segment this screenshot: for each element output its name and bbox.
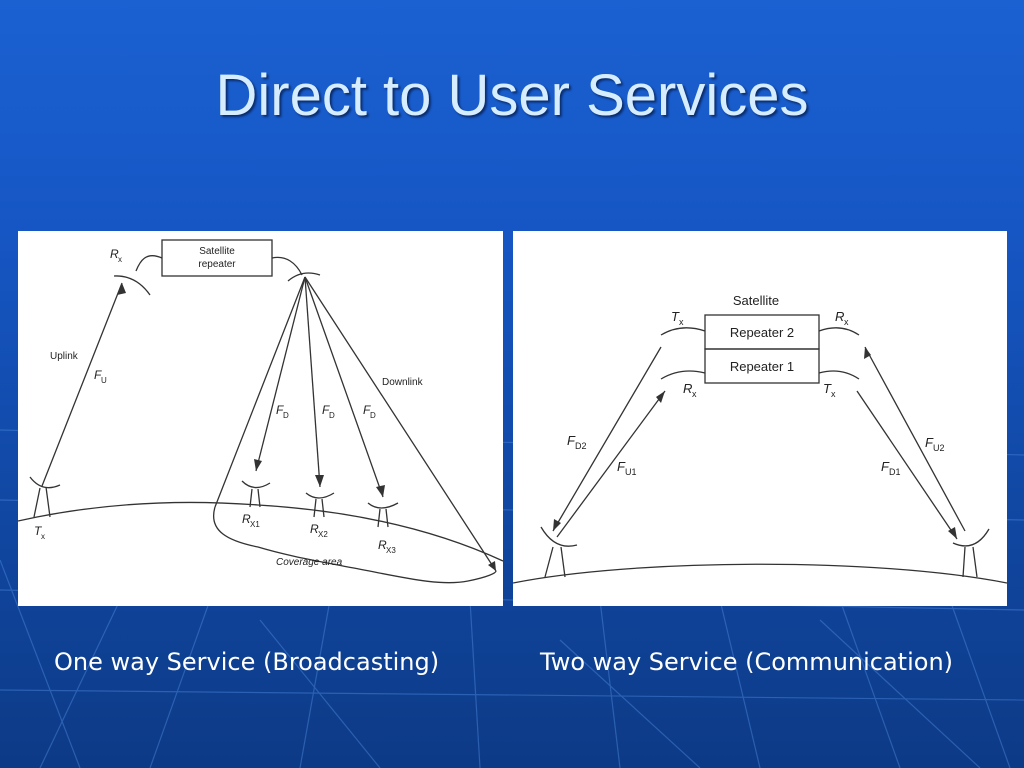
rx1-label: R — [242, 512, 251, 526]
rx1-dish — [241, 480, 271, 508]
coverage-arrowhead — [488, 561, 496, 571]
repeater-1-box — [704, 348, 820, 384]
fd1-label: F — [881, 459, 890, 474]
arrowhead-fd1 — [948, 527, 957, 539]
satellite-tx-antenna — [287, 272, 321, 282]
earth-surface — [18, 501, 503, 562]
arrowhead-fd2 — [553, 519, 561, 531]
coverage-boundary-left — [214, 276, 306, 508]
repeater-2-label: Repeater 2 — [730, 325, 794, 340]
link-fd2 — [552, 346, 662, 532]
fu1-sub: U1 — [625, 467, 637, 477]
uplink-arrowhead — [117, 283, 126, 295]
fd1-sub: D1 — [889, 467, 901, 477]
communication-diagram-panel: Satellite Repeater 2 Repeater 1 T x R x … — [513, 231, 1007, 606]
uplink-label: Uplink — [50, 351, 79, 362]
rx-right-label: R — [835, 309, 844, 324]
rx3-label: R — [378, 538, 387, 552]
rx3-sub: X3 — [386, 546, 396, 555]
downlink-freq-sub-2: D — [329, 411, 335, 420]
downlink-arrowhead-1 — [254, 459, 262, 471]
satellite-rx-left-antenna — [660, 370, 706, 380]
downlink-ray-1 — [255, 276, 306, 472]
downlink-arrowhead-2 — [315, 475, 324, 487]
uplink-freq-sub: U — [101, 376, 107, 385]
tx-right-label: T — [823, 381, 832, 396]
broadcast-diagram-panel: Satellite repeater R x Uplink F U Downli… — [18, 231, 503, 606]
left-earth-dish — [540, 526, 578, 578]
downlink-freq-label-1: F — [276, 403, 284, 417]
link-fu2 — [864, 346, 966, 532]
downlink-label: Downlink — [382, 377, 424, 388]
tx-right-sub: x — [831, 389, 836, 399]
downlink-ray-3 — [304, 276, 384, 498]
caption-two-way: Two way Service (Communication) — [540, 648, 954, 676]
earth-surface — [513, 563, 1007, 584]
arrowhead-fu2 — [864, 347, 871, 359]
tx-left-label: T — [671, 309, 680, 324]
uplink-freq-label: F — [94, 368, 102, 382]
fd2-sub: D2 — [575, 441, 587, 451]
fd2-label: F — [567, 433, 576, 448]
slide-title: Direct to User Services — [215, 63, 809, 128]
link-fu1 — [556, 390, 666, 538]
downlink-ray-2 — [304, 276, 321, 488]
rx2-dish — [305, 492, 335, 518]
coverage-area-outline — [212, 506, 497, 584]
satellite-label: Satellite — [733, 293, 779, 308]
coverage-boundary-right — [304, 276, 497, 572]
downlink-freq-label-3: F — [363, 403, 371, 417]
satellite-rx-sub: x — [118, 255, 122, 264]
rx-right-sub: x — [844, 317, 849, 327]
downlink-freq-label-2: F — [322, 403, 330, 417]
fu1-label: F — [617, 459, 626, 474]
repeater-tx-connector — [271, 256, 303, 276]
repeater-label-line1: Satellite — [199, 246, 235, 257]
satellite-tx-right-antenna — [818, 370, 860, 380]
rx-left-sub: x — [692, 389, 697, 399]
tx-left-sub: x — [679, 317, 684, 327]
repeater-rx-connector — [135, 255, 163, 272]
tx-dish — [29, 476, 61, 518]
rx-left-label: R — [683, 381, 692, 396]
rx2-sub: X2 — [318, 530, 328, 539]
rx3-dish — [367, 502, 399, 528]
right-earth-dish — [952, 528, 990, 578]
link-fd1 — [856, 390, 958, 540]
tx-sub: x — [41, 532, 45, 541]
downlink-freq-sub-1: D — [283, 411, 289, 420]
fu2-sub: U2 — [933, 443, 945, 453]
arrowhead-fu1 — [656, 391, 665, 403]
downlink-freq-sub-3: D — [370, 411, 376, 420]
satellite-tx-left-antenna — [660, 327, 706, 336]
caption-one-way: One way Service (Broadcasting) — [54, 648, 440, 676]
broadcast-diagram: Satellite repeater R x Uplink F U Downli… — [18, 239, 503, 584]
repeater-1-label: Repeater 1 — [730, 359, 794, 374]
tx-label: T — [34, 524, 43, 538]
downlink-arrowhead-3 — [376, 485, 385, 497]
satellite-rx-right-antenna — [818, 327, 860, 336]
rx1-sub: X1 — [250, 520, 260, 529]
coverage-area-label: Coverage area — [276, 557, 343, 568]
satellite-rx-label: R — [110, 247, 119, 261]
repeater-label-line2: repeater — [198, 259, 236, 270]
satellite-rx-antenna — [113, 275, 151, 296]
communication-diagram: Satellite Repeater 2 Repeater 1 T x R x … — [513, 293, 1007, 584]
fu2-label: F — [925, 435, 934, 450]
rx2-label: R — [310, 522, 319, 536]
uplink-arrow — [41, 282, 123, 487]
